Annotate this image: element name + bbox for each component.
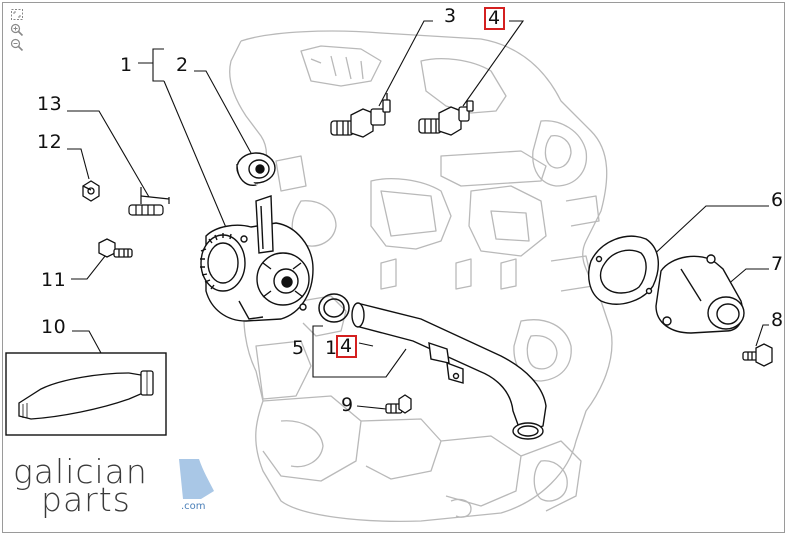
logo-tld: .com <box>181 501 206 512</box>
part-3-sensor <box>330 93 391 138</box>
part-2-pulley <box>236 152 276 186</box>
callout-2: 2 <box>176 54 189 76</box>
part-13-stud <box>128 187 170 216</box>
callout-9: 9 <box>341 394 354 416</box>
callout-13: 13 <box>37 93 63 115</box>
logo-word-galician: galician <box>13 452 148 491</box>
part-8-bolt <box>742 343 773 367</box>
exploded-parts-diagram <box>5 20 773 522</box>
part-4-sensor <box>418 100 474 136</box>
zoom-in-icon[interactable] <box>10 23 24 36</box>
logo-word-parts: parts <box>41 480 131 519</box>
callout-6: 6 <box>771 189 784 211</box>
zoom-out-icon[interactable] <box>10 38 24 51</box>
callout-1: 1 <box>120 54 133 76</box>
callout-14-highlighted: 4 <box>336 335 357 358</box>
callout-4-highlighted: 4 <box>484 7 505 30</box>
galicianparts-logo: galician parts .com <box>13 455 223 523</box>
callout-14-prefix: 1 <box>325 337 338 359</box>
part-14-o-ring <box>318 293 350 323</box>
callout-3: 3 <box>444 5 457 27</box>
part-10-sealant-tube <box>5 352 167 436</box>
logo-accent-shape <box>179 459 214 499</box>
callout-8: 8 <box>771 309 784 331</box>
callout-10: 10 <box>41 316 67 338</box>
leader-lines <box>67 20 769 410</box>
callout-5: 5 <box>292 337 305 359</box>
zoom-toolbar <box>10 8 26 53</box>
part-1-water-pump <box>200 195 314 322</box>
part-5-coolant-pipe <box>351 302 547 440</box>
callout-12: 12 <box>37 131 63 153</box>
fit-to-screen-icon[interactable] <box>10 8 24 21</box>
callout-11: 11 <box>41 269 67 291</box>
part-12-nut <box>82 180 100 202</box>
part-7-housing <box>655 254 745 334</box>
part-6-gasket <box>588 235 659 305</box>
part-11-bolt <box>98 238 133 258</box>
callout-7: 7 <box>771 253 784 275</box>
part-9-bolt <box>385 394 412 414</box>
